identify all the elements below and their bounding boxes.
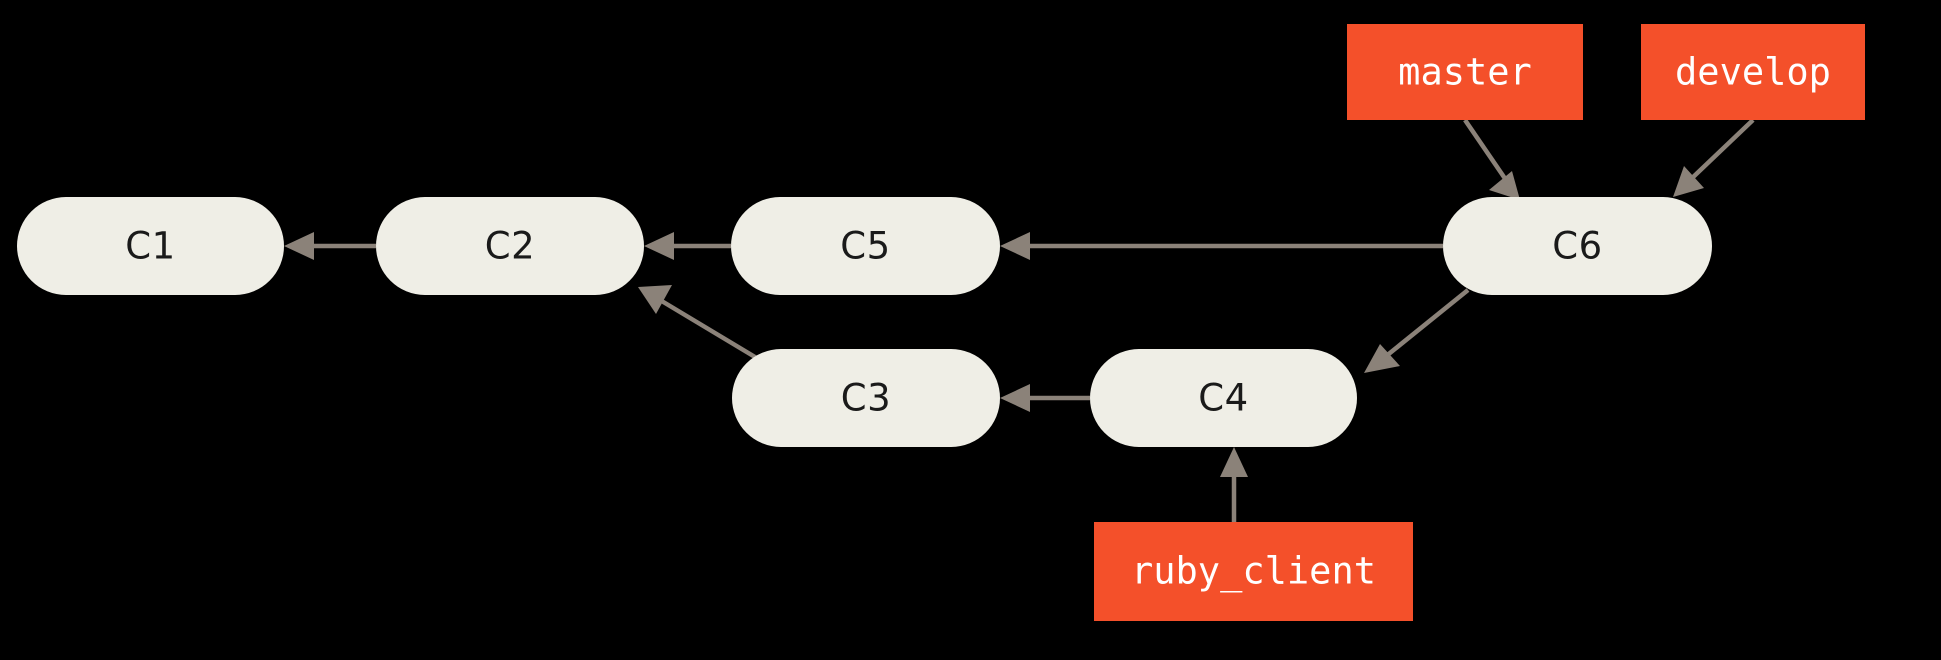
edge-master-to-c6 [1463, 118, 1520, 200]
branch-label-text-ruby-client: ruby_client [1131, 550, 1376, 594]
edge-c6-to-c5 [1000, 232, 1443, 260]
edge-rubyclient-to-c4 [1220, 447, 1248, 522]
commit-node-c5[interactable]: C5 [731, 197, 1000, 295]
commit-node-c4[interactable]: C4 [1090, 349, 1357, 447]
branch-label-master[interactable]: master [1347, 24, 1583, 120]
commit-node-c2[interactable]: C2 [376, 197, 644, 295]
branch-label-develop[interactable]: develop [1641, 24, 1865, 120]
commit-node-c1[interactable]: C1 [17, 197, 284, 295]
edge-c6-to-c4 [1364, 288, 1470, 373]
commit-label-c2: C2 [485, 225, 535, 268]
commit-label-c4: C4 [1198, 377, 1248, 420]
branch-label-text-master: master [1398, 51, 1532, 94]
edge-c2-to-c1 [284, 232, 376, 260]
edge-c3-to-c2 [638, 285, 762, 362]
edge-develop-to-c6 [1673, 118, 1755, 197]
commit-label-c1: C1 [125, 225, 175, 268]
edge-c4-to-c3 [1000, 384, 1090, 412]
branch-label-ruby-client[interactable]: ruby_client [1094, 522, 1413, 621]
commit-label-c6: C6 [1552, 225, 1602, 268]
commit-node-c3[interactable]: C3 [732, 349, 1000, 447]
branch-label-text-develop: develop [1675, 51, 1831, 94]
commit-label-c5: C5 [840, 225, 890, 268]
edge-c5-to-c2 [644, 232, 731, 260]
commit-label-c3: C3 [841, 377, 891, 420]
commit-node-c6[interactable]: C6 [1443, 197, 1712, 295]
